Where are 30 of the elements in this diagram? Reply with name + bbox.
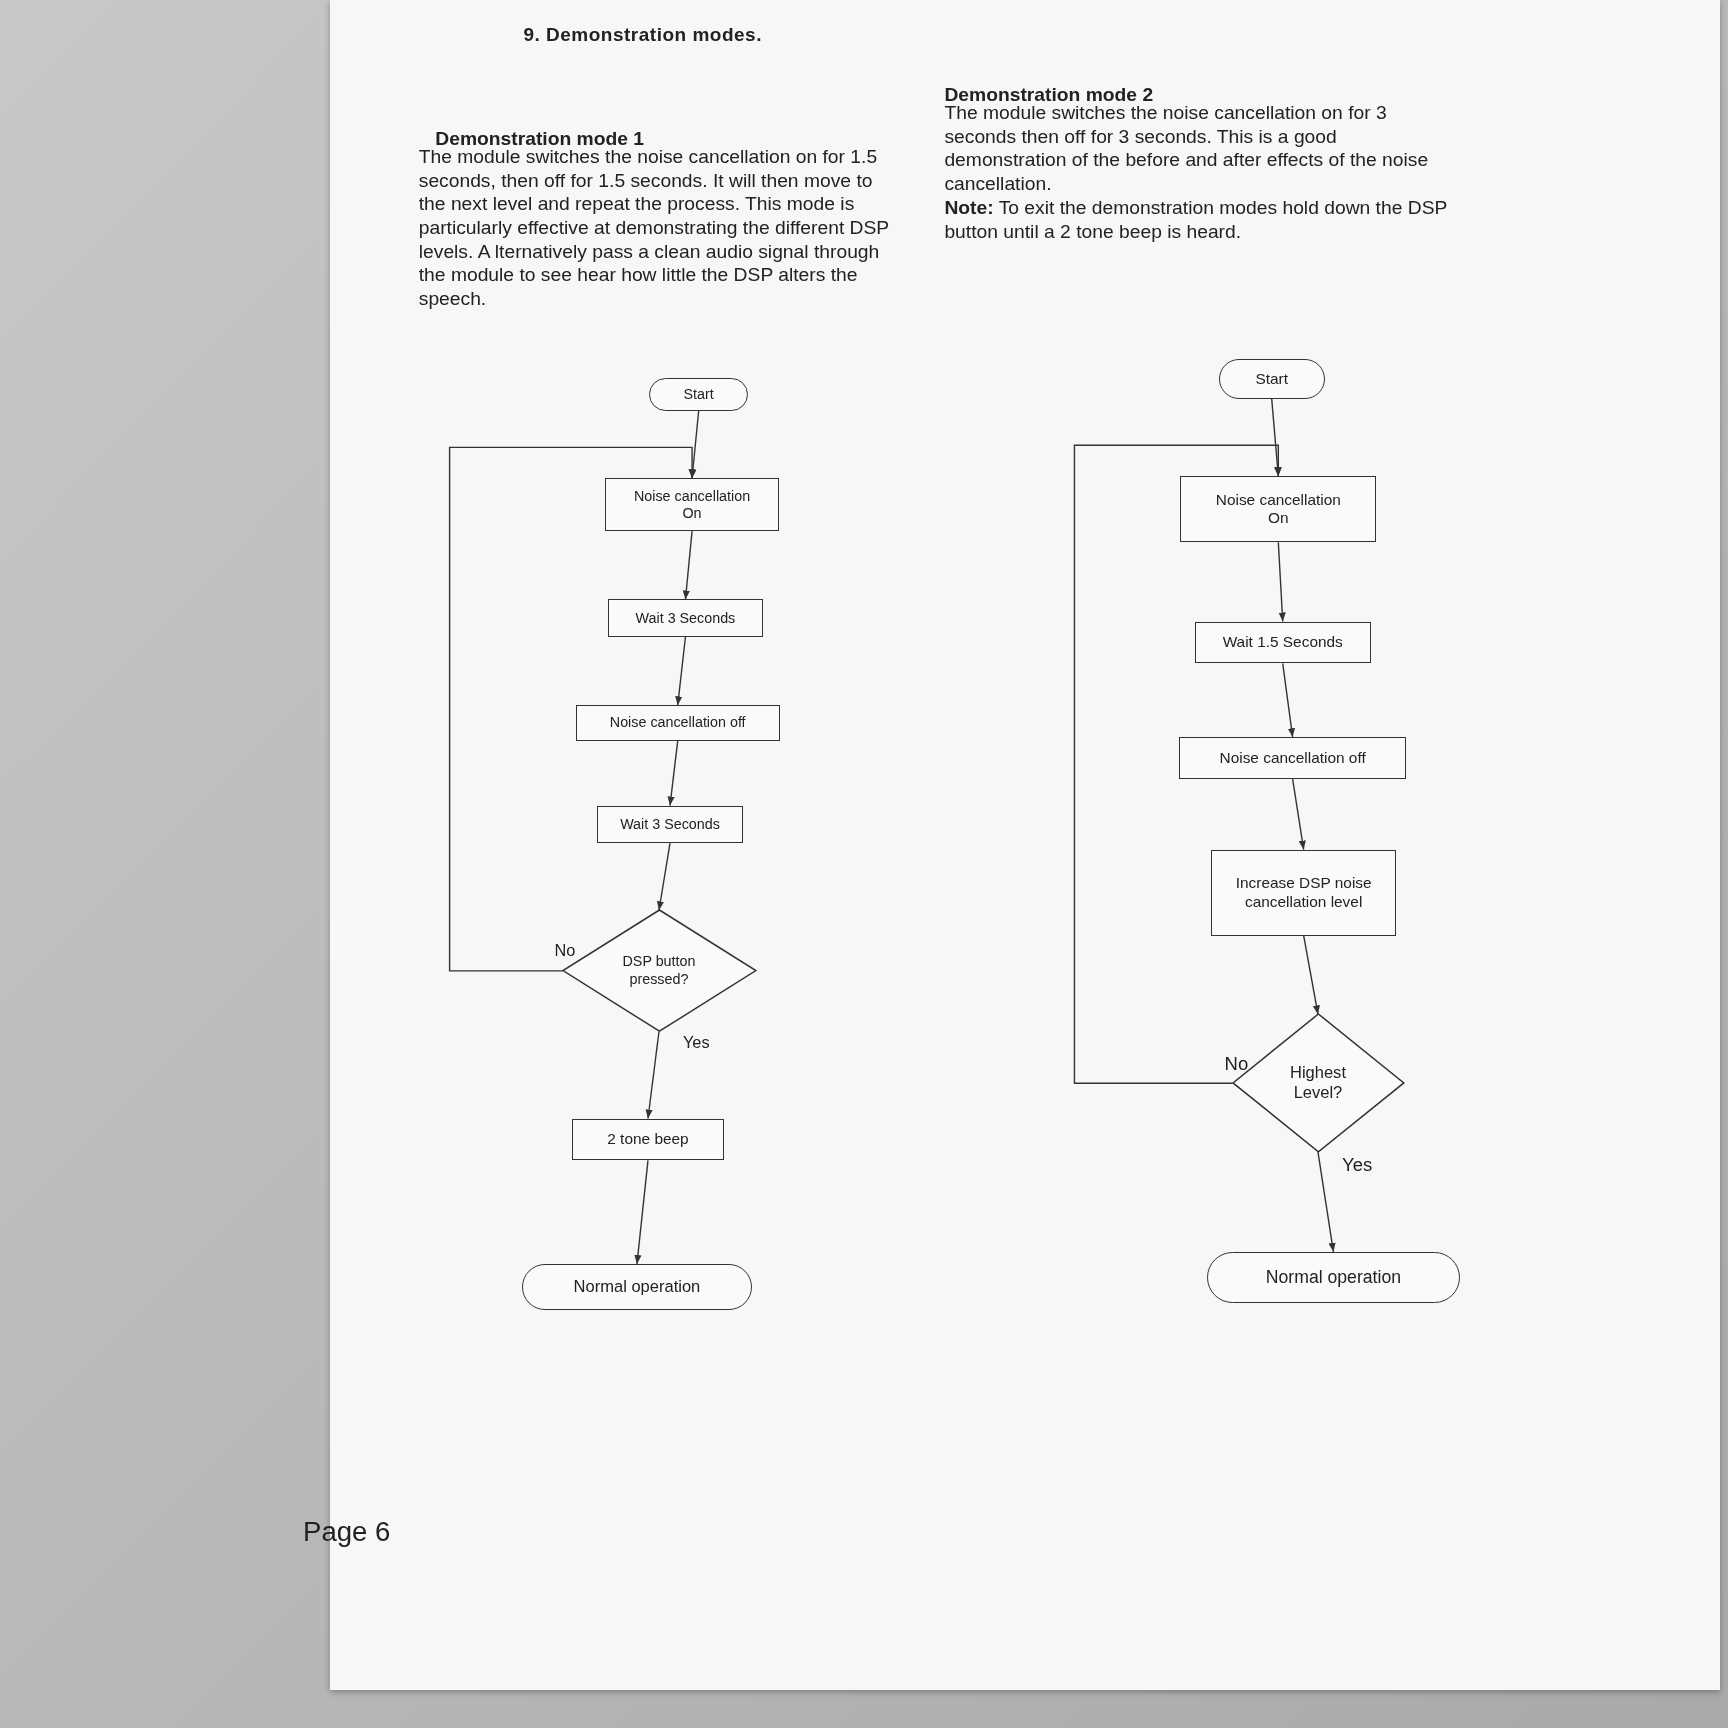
arrow: [1282, 662, 1295, 738]
decision-label: Highest Level?: [1288, 1062, 1347, 1104]
arrow: [1291, 778, 1306, 851]
process-box: Increase DSP noise cancellation level: [1211, 849, 1397, 936]
arrow: [682, 530, 693, 601]
paragraph: Note: To exit the demonstration modes hold down the DSP button until a 2 tone beep is heard.: [944, 196, 1448, 244]
process-box: Noise cancellation On: [1180, 476, 1377, 543]
arrow: [634, 1159, 649, 1265]
process-box: Wait 1.5 Seconds: [1194, 621, 1371, 664]
arrow: [448, 446, 696, 972]
process-box: 2 tone beep: [571, 1118, 724, 1161]
arrow: [1302, 934, 1320, 1016]
terminal-pill: Start: [1218, 359, 1325, 399]
process-box: Wait 3 Seconds: [608, 599, 763, 637]
process-box: Noise cancellation off: [1179, 737, 1407, 780]
process-box: Wait 3 Seconds: [597, 805, 743, 843]
arrow: [645, 1030, 660, 1120]
arrow: [1317, 1151, 1336, 1253]
process-box: Noise cancellation On: [605, 478, 780, 532]
page-number: Page 6: [303, 1515, 392, 1549]
terminal-pill: Normal operation: [522, 1264, 752, 1311]
arrow: [667, 739, 679, 807]
process-box: Noise cancellation off: [575, 705, 780, 741]
arrow: [656, 842, 671, 911]
arrow: [675, 636, 687, 706]
arrow: [1073, 444, 1282, 1084]
arrow: [1277, 541, 1286, 623]
decision-label: DSP button pressed?: [621, 952, 697, 989]
terminal-pill: Normal operation: [1206, 1251, 1461, 1303]
section-title: 9. Demonstration modes.: [523, 24, 762, 47]
